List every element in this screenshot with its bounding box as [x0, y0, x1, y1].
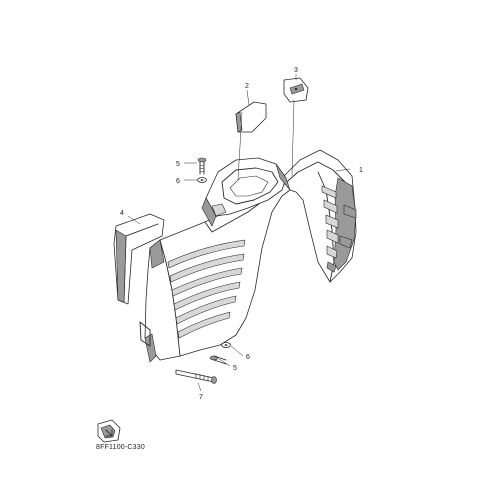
diagram-code-label: 8FF1100-C330 — [96, 444, 145, 451]
callout-1: 1 — [359, 167, 363, 174]
front-arrow-icon — [97, 419, 121, 443]
callout-5-lower: 5 — [233, 365, 237, 372]
callout-7: 7 — [199, 394, 203, 401]
callout-6-upper: 6 — [176, 178, 180, 185]
callout-2: 2 — [245, 83, 249, 90]
washer-upper-part — [197, 177, 207, 183]
callout-4: 4 — [120, 210, 124, 217]
emblem-part — [283, 77, 309, 103]
bolt-part — [175, 369, 217, 384]
callout-6-lower: 6 — [246, 354, 250, 361]
screw-upper-part — [197, 157, 207, 175]
pad-part — [113, 213, 165, 305]
leader-lines — [127, 74, 351, 392]
callout-3: 3 — [294, 67, 298, 74]
callout-5-upper: 5 — [176, 161, 180, 168]
screw-lower-part — [209, 355, 227, 365]
bracket-part — [235, 101, 267, 133]
washer-lower-part — [221, 342, 231, 348]
inner-panel-part — [139, 149, 357, 363]
